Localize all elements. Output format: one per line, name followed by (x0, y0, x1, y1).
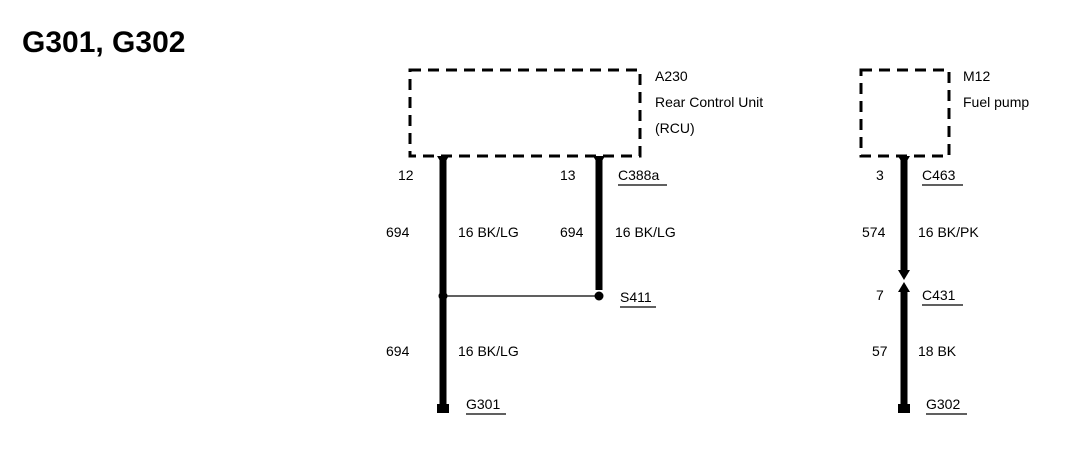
connector-c431-terminal-top (898, 270, 910, 280)
wire-fuel-upper-spec: 16 BK/PK (918, 224, 979, 240)
wire-left-lower-circuit: 694 (386, 343, 410, 359)
wire-right-upper-circuit: 694 (560, 224, 584, 240)
wire-fuel-lower-circuit: 57 (872, 343, 888, 359)
rcu-component-box (408, 68, 642, 158)
connector-c431-terminal-bottom (898, 282, 910, 292)
splice-node-right (594, 291, 604, 301)
splice-node-left (438, 291, 448, 301)
ground-g301-label: G301 (466, 396, 500, 412)
rcu-component-name: Rear Control Unit (655, 94, 763, 110)
splice-s411-label: S411 (620, 289, 652, 305)
fuel-pump-component-id: M12 (963, 68, 990, 84)
wire-left-upper-circuit: 694 (386, 224, 410, 240)
fuel-pump-component-box (859, 68, 951, 158)
wire-left-lower-spec: 16 BK/LG (458, 343, 519, 359)
page-title: G301, G302 (22, 26, 185, 59)
ground-g302-symbol (898, 404, 910, 413)
connector-c388a-label: C388a (618, 167, 659, 183)
ground-g302-label: G302 (926, 396, 960, 412)
pin-12-label: 12 (398, 167, 414, 183)
pin-3-label: 3 (876, 167, 884, 183)
pin-7-label: 7 (876, 287, 884, 303)
rcu-component-abbrev: (RCU) (655, 120, 695, 136)
wire-right-upper-spec: 16 BK/LG (615, 224, 676, 240)
pin-13-label: 13 (560, 167, 576, 183)
rcu-component-id: A230 (655, 68, 688, 84)
connector-c463-label: C463 (922, 167, 956, 183)
connector-c431-label: C431 (922, 287, 956, 303)
ground-g301-symbol (437, 404, 449, 413)
wire-fuel-upper-circuit: 574 (862, 224, 886, 240)
fuel-pump-component-name: Fuel pump (963, 94, 1029, 110)
wire-left-upper-spec: 16 BK/LG (458, 224, 519, 240)
wire-fuel-lower-spec: 18 BK (918, 343, 957, 359)
